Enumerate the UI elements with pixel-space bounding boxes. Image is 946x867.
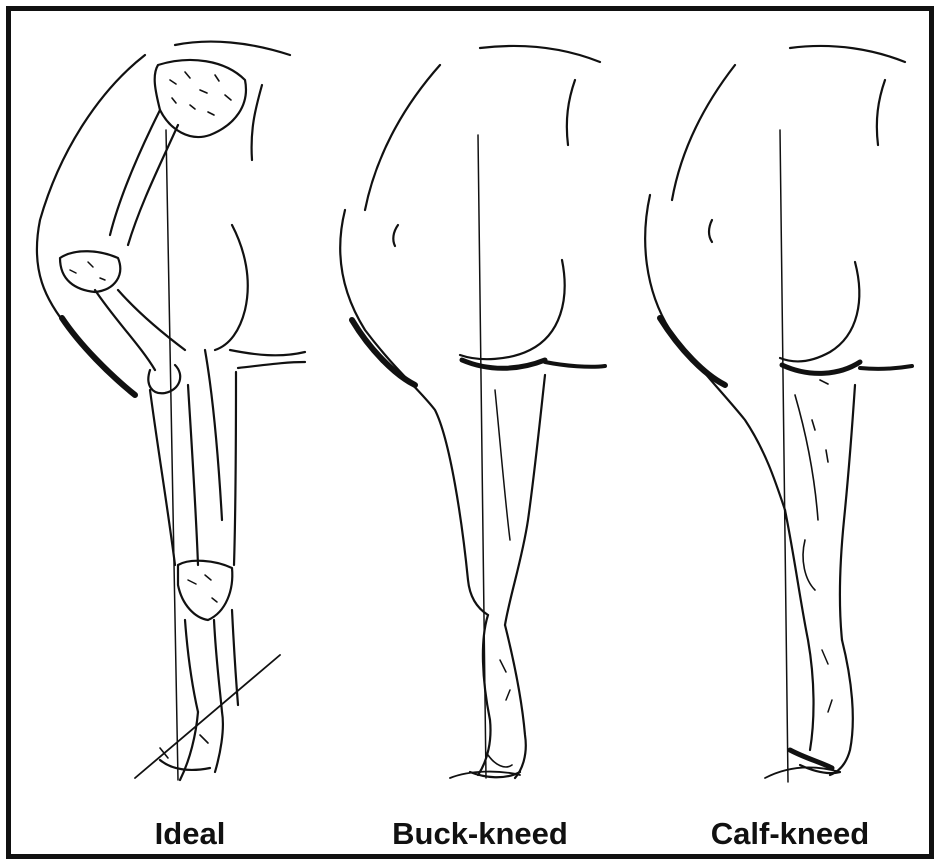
label-ideal: Ideal bbox=[70, 806, 310, 862]
calf-kneed-leg-drawing bbox=[645, 46, 912, 782]
ideal-leg-drawing bbox=[37, 42, 305, 780]
label-calf-kneed: Calf-kneed bbox=[660, 806, 920, 862]
label-buck-kneed: Buck-kneed bbox=[350, 806, 610, 862]
buck-kneed-leg-drawing bbox=[340, 46, 605, 778]
